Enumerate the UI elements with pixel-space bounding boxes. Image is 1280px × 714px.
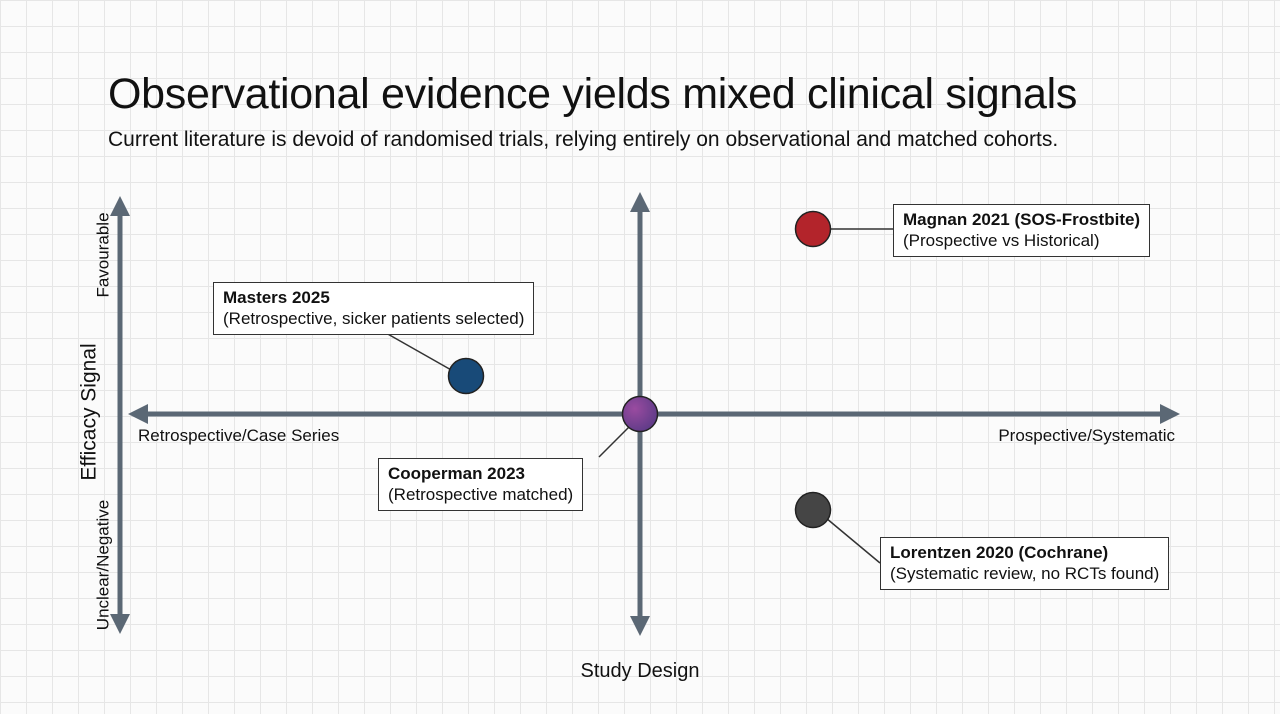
slide-subtitle: Current literature is devoid of randomis… [108, 128, 1059, 151]
x-axis-left-label: Retrospective/Case Series [138, 426, 339, 445]
slide-title: Observational evidence yields mixed clin… [108, 70, 1078, 118]
callout-lorentzen-2020: Lorentzen 2020 (Cochrane) (Systematic re… [880, 537, 1170, 590]
study-name: Lorentzen 2020 (Cochrane) [890, 543, 1109, 562]
study-description: (Retrospective, sicker patients selected… [223, 309, 525, 328]
callout-cooperman-2023: Cooperman 2023 (Retrospective matched) [378, 458, 584, 511]
study-name: Masters 2025 [223, 288, 330, 307]
study-name: Magnan 2021 (SOS-Frostbite) [903, 210, 1141, 229]
x-axis-title: Study Design [581, 660, 700, 682]
callout-magnan-2021: Magnan 2021 (SOS-Frostbite) (Prospective… [893, 204, 1151, 257]
y-axis-bottom-label: Unclear/Negative [93, 500, 112, 630]
callout-masters-2025: Masters 2025 (Retrospective, sicker pati… [213, 282, 535, 335]
study-description: (Prospective vs Historical) [903, 231, 1100, 250]
x-axis-right-label: Prospective/Systematic [998, 426, 1175, 445]
connector-lorentzen [825, 517, 881, 564]
study-name: Cooperman 2023 [388, 464, 525, 483]
study-description: (Retrospective matched) [388, 485, 574, 504]
study-description: (Systematic review, no RCTs found) [890, 564, 1160, 583]
point-lorentzen-2020 [794, 491, 832, 529]
point-magnan-2021 [794, 210, 832, 248]
connector-cooperman [598, 426, 630, 458]
point-cooperman-2023 [621, 395, 659, 433]
connector-masters [385, 332, 454, 372]
y-axis-top-label: Favourable [93, 212, 112, 297]
point-masters-2025 [447, 357, 485, 395]
y-axis-title: Efficacy Signal [78, 343, 101, 480]
